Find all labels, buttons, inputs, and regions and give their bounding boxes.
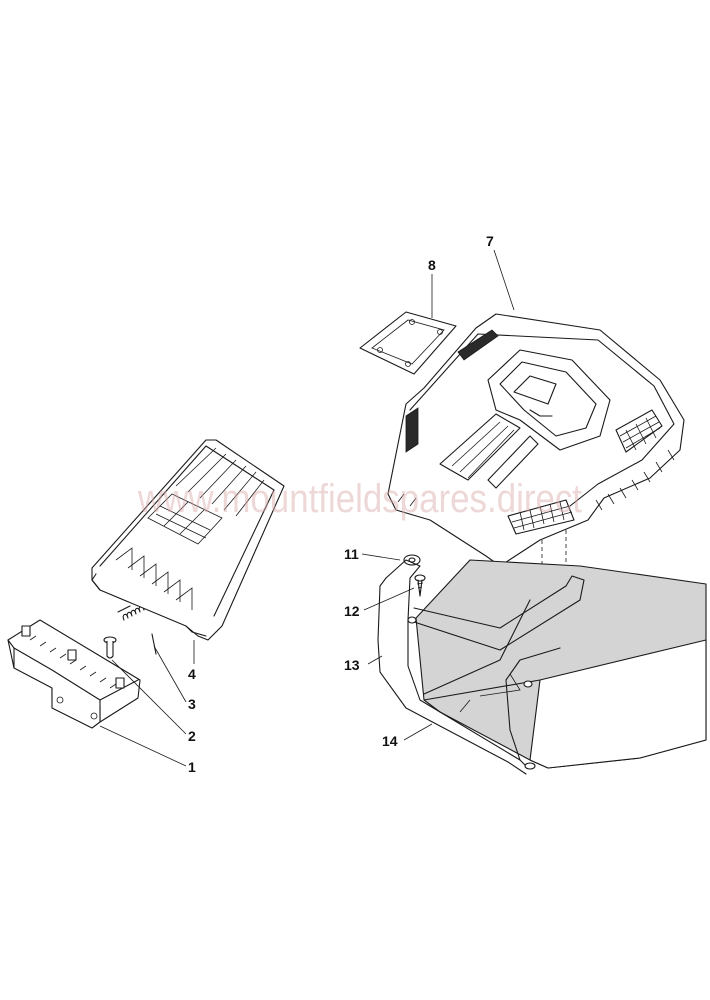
part-13-frame — [377, 559, 585, 775]
callout-4: 4 — [188, 666, 196, 682]
callout-11: 11 — [344, 546, 359, 562]
callout-labels: 1 2 3 4 7 8 11 12 13 14 — [188, 233, 494, 775]
part-1-base-plate — [7, 619, 141, 729]
part-12-screw — [414, 574, 426, 597]
callout-7: 7 — [486, 233, 494, 249]
leader-lines — [99, 249, 515, 767]
callout-13: 13 — [344, 657, 360, 673]
callout-12: 12 — [344, 603, 360, 619]
callout-14: 14 — [382, 733, 398, 749]
part-7-upper-housing — [387, 313, 685, 582]
callout-2: 2 — [188, 728, 196, 744]
part-11-washer — [403, 554, 421, 566]
part-8-cover-plate — [359, 311, 457, 375]
callout-3: 3 — [188, 696, 196, 712]
part-14-grass-bag — [415, 559, 707, 769]
part-2-pin — [103, 636, 117, 659]
callout-1: 1 — [188, 759, 196, 775]
part-4-rear-flap — [91, 439, 285, 641]
watermark-text: www.mountfieldspares.direct — [137, 477, 582, 521]
callout-8: 8 — [428, 257, 436, 273]
